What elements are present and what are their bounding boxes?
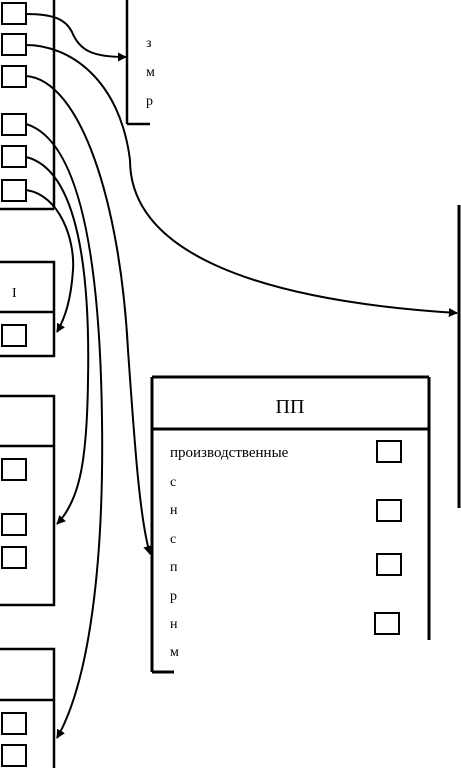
middle-entity-box xyxy=(0,394,56,607)
small-entity-box: I xyxy=(0,260,56,358)
top-entity-item-1: з xyxy=(146,36,152,51)
pp-entity-item-1: с xyxy=(170,475,176,490)
left-entity-port-1 xyxy=(1,2,27,25)
pp-entity-item-7: м xyxy=(170,645,179,660)
pp-entity-item-3: с xyxy=(170,532,176,547)
connectors xyxy=(25,13,458,739)
connector-port1-to-top xyxy=(25,13,127,62)
pp-entity-item-first: производственные xyxy=(170,445,289,461)
pp-entity-port-1 xyxy=(376,440,402,463)
bottom-entity-port-2 xyxy=(1,744,27,767)
connector-port2-to-right xyxy=(25,44,458,317)
connector-port4-to-bottom xyxy=(25,123,104,739)
left-entity-port-5 xyxy=(1,145,27,168)
middle-entity-port-1 xyxy=(1,458,27,481)
small-entity-header: I xyxy=(12,286,17,301)
pp-entity-item-5: р xyxy=(170,589,177,604)
middle-entity-port-3 xyxy=(1,546,27,569)
pp-entity-port-4 xyxy=(374,612,400,635)
pp-entity-port-2 xyxy=(376,499,402,522)
pp-entity-item-4: п xyxy=(170,560,178,575)
bottom-entity-box xyxy=(0,647,56,768)
left-entity-port-3 xyxy=(1,65,27,88)
top-entity-item-2: м xyxy=(146,65,155,80)
pp-entity-item-6: н xyxy=(170,617,178,632)
connector-port5-to-middle xyxy=(25,156,90,525)
left-entity-port-6 xyxy=(1,179,27,202)
left-entity-port-2 xyxy=(1,33,27,56)
pp-entity-item-2: н xyxy=(170,503,178,518)
pp-entity-box: ПП производственные с н с п р н м xyxy=(150,375,431,674)
small-entity-port xyxy=(1,324,27,347)
left-entity-box xyxy=(0,0,56,211)
pp-entity-port-3 xyxy=(376,553,402,576)
middle-entity-port-2 xyxy=(1,513,27,536)
pp-entity-title: ПП xyxy=(276,396,305,418)
left-entity-port-4 xyxy=(1,113,27,136)
connector-port3-to-pp xyxy=(25,75,153,555)
bottom-entity-port-1 xyxy=(1,712,27,735)
connector-port6-to-small xyxy=(25,189,75,333)
top-entity-item-3: р xyxy=(146,94,153,109)
top-entity-box: з м р xyxy=(125,0,155,126)
